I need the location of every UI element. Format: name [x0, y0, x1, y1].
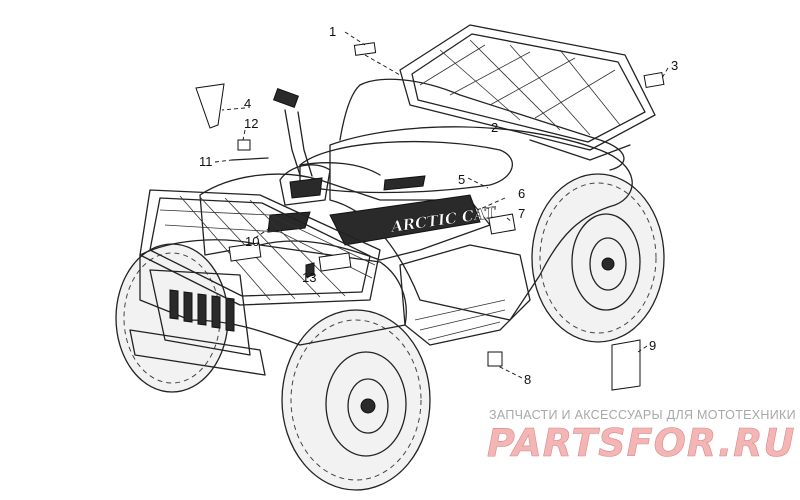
decal-shapes [195, 42, 665, 391]
callout-9: 9 [649, 338, 656, 353]
callout-7: 7 [518, 206, 525, 221]
callout-11: 11 [199, 154, 213, 169]
grille-slots [169, 289, 235, 332]
decal-13 [305, 262, 315, 278]
decal-3 [643, 71, 665, 89]
front-rack [139, 189, 381, 306]
callout-13: 13 [302, 270, 316, 285]
rear-right-wheel [531, 173, 665, 343]
rear-rack [399, 24, 656, 161]
callout-numbers: 1 2 3 4 5 6 7 8 9 10 11 12 13 [199, 24, 678, 387]
callout-4: 4 [244, 96, 251, 111]
decal-11 [231, 157, 269, 161]
callout-3: 3 [671, 58, 678, 73]
decal-12 [237, 139, 251, 151]
callout-8: 8 [524, 372, 531, 387]
handlebar [272, 87, 381, 177]
callout-1: 1 [329, 24, 336, 39]
callout-12: 12 [244, 116, 258, 131]
watermark-logo: PARTSFOR.RU [487, 421, 795, 465]
callout-5: 5 [458, 172, 465, 187]
watermark: ЗАПЧАСТИ И АКСЕССУАРЫ ДЛЯ МОТОТЕХНИКИ PA… [487, 408, 796, 465]
callout-10: 10 [245, 234, 259, 249]
decal-8 [487, 351, 503, 367]
callout-2: 2 [491, 120, 498, 135]
watermark-caption: ЗАПЧАСТИ И АКСЕССУАРЫ ДЛЯ МОТОТЕХНИКИ [489, 408, 796, 422]
decal-4 [195, 83, 225, 129]
decal-7 [488, 213, 516, 235]
leader-lines [214, 31, 669, 379]
atv-body: ARCTIC CAT [129, 78, 633, 376]
front-right-wheel [281, 309, 431, 491]
callout-6: 6 [518, 186, 525, 201]
decal-9 [611, 339, 641, 391]
